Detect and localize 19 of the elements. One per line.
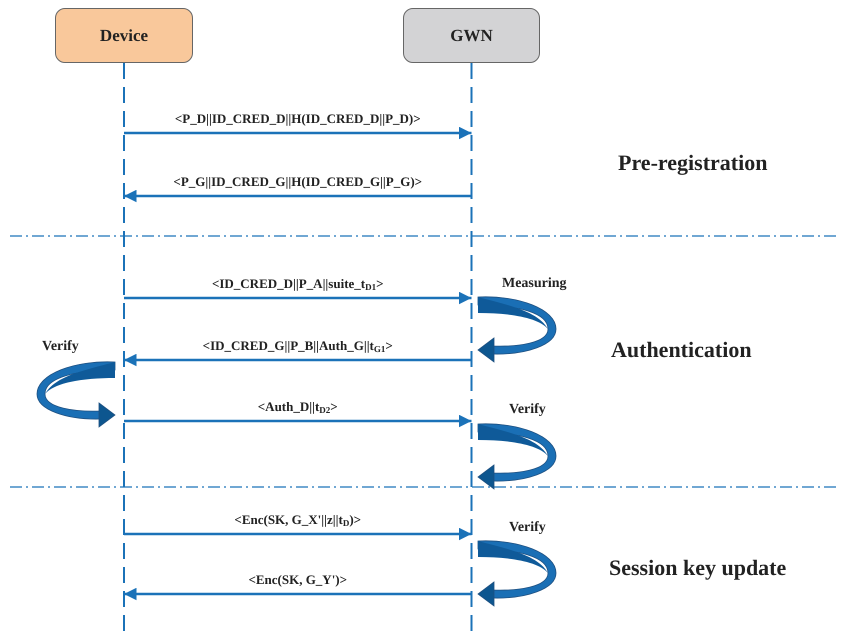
- message-arrow: [124, 588, 472, 600]
- message-arrow: [124, 354, 472, 366]
- message-label: <P_G||ID_CRED_G||H(ID_CRED_G||P_G)>: [171, 174, 424, 189]
- section-title: Pre-registration: [618, 150, 768, 176]
- message-arrow: [124, 190, 472, 202]
- message-arrow: [124, 528, 472, 540]
- participant-header: Device: [55, 8, 193, 63]
- section-title: Session key update: [609, 555, 786, 581]
- message-arrow: [124, 126, 472, 140]
- section-title: Authentication: [611, 337, 752, 363]
- participant-header: GWN: [403, 8, 540, 63]
- message-label: <P_D||ID_CRED_D||H(ID_CRED_D||P_D)>: [172, 111, 423, 126]
- step-label: Verify: [509, 520, 546, 536]
- step-label: Verify: [509, 402, 546, 418]
- message-label: <Enc(SK, G_Y')>: [246, 572, 350, 587]
- step-label: Verify: [42, 339, 79, 355]
- step-label: Measuring: [502, 276, 567, 292]
- message-arrow: [124, 414, 472, 428]
- message-arrow: [124, 292, 472, 304]
